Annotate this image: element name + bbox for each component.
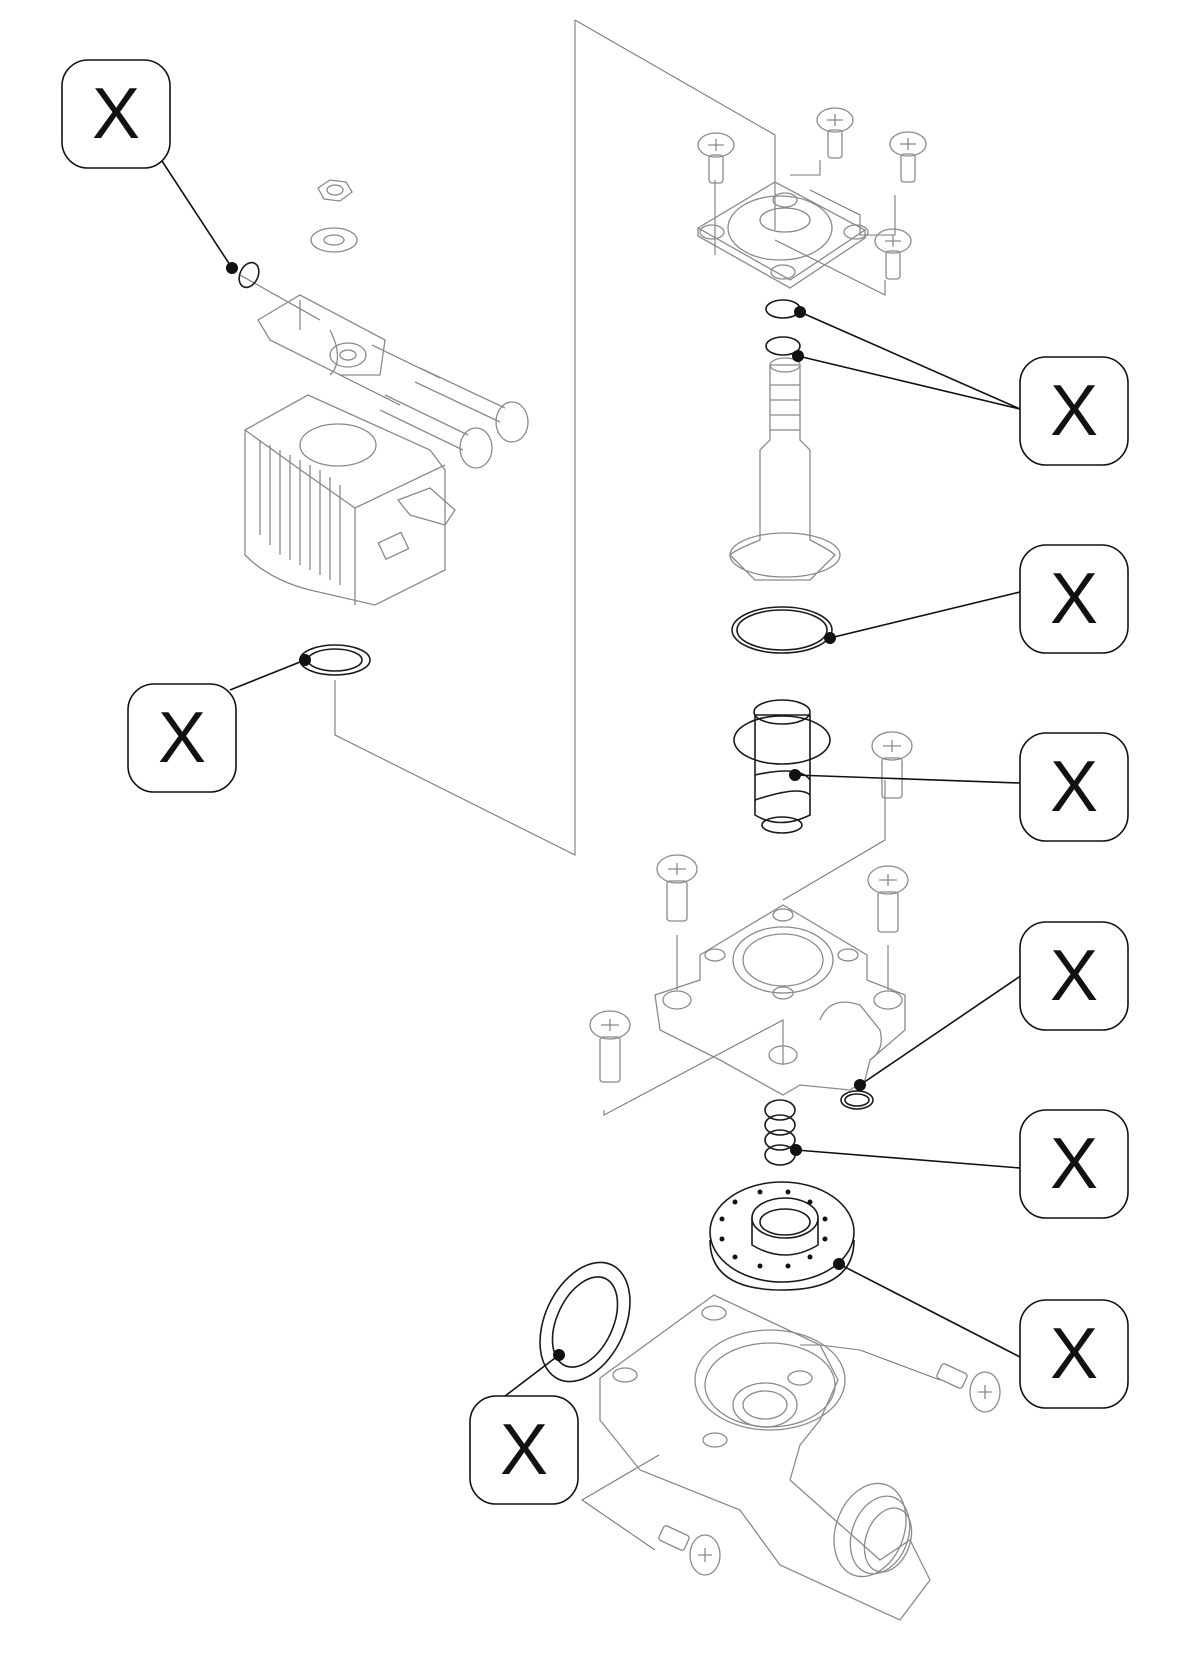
inlet-gasket (539, 1261, 631, 1383)
screw-guide-line-top (790, 160, 821, 176)
bonnet-screws (589, 731, 913, 1083)
body-screw-bottom (658, 1525, 721, 1576)
callout-c2[interactable]: X (1019, 356, 1129, 466)
callout-label: X (158, 698, 206, 778)
plunger (753, 699, 811, 834)
leader-dot-c3 (824, 632, 836, 644)
leader-c1 (159, 157, 233, 269)
long-screws (379, 367, 529, 469)
leader-c4 (229, 659, 306, 691)
body-screw-right (936, 1363, 1001, 1413)
leader-dot-c1 (226, 262, 238, 274)
bonnet (654, 904, 906, 1096)
callout-c4[interactable]: X (127, 683, 237, 793)
leader-c2b (797, 355, 1021, 410)
callout-label: X (1050, 1314, 1098, 1394)
washer (310, 227, 358, 253)
bonnet-screw-guide-4 (603, 1019, 784, 1116)
callout-c8[interactable]: X (1019, 1299, 1129, 1409)
coil-guide-line (334, 20, 576, 856)
callout-c3[interactable]: X (1019, 544, 1129, 654)
clip-guide-line (239, 274, 321, 321)
body-screw-guide-right (800, 1344, 941, 1381)
leader-c6 (859, 974, 1023, 1086)
leader-c8 (838, 1263, 1023, 1359)
leader-dot-c5 (789, 769, 801, 781)
callout-label: X (1050, 371, 1098, 451)
flange-screw-1 (697, 132, 735, 184)
leader-c7 (795, 1149, 1021, 1169)
armature-tube (729, 357, 841, 581)
leader-dot-c7 (790, 1144, 802, 1156)
callout-c7[interactable]: X (1019, 1109, 1129, 1219)
coil-bracket (257, 294, 386, 376)
coil-retaining-clip (238, 261, 260, 289)
callout-leaders (159, 157, 1023, 1397)
armature-tube-base-o-ring (731, 606, 833, 654)
diaphragm (709, 1181, 855, 1291)
armature-tube-o-rings (765, 299, 801, 356)
leader-c9 (504, 1354, 560, 1397)
body-screws (658, 1363, 1001, 1576)
flange-screw-4 (874, 228, 912, 280)
callout-c1[interactable]: X (61, 59, 171, 169)
callout-label: X (1050, 1124, 1098, 1204)
callout-c9[interactable]: X (469, 1395, 579, 1505)
screw-guide-line-lower (774, 239, 886, 296)
bonnet-screw-1 (871, 731, 913, 799)
diaphragm-spring (764, 1099, 796, 1166)
leader-c3 (829, 591, 1021, 639)
leader-dot-c2a (794, 306, 806, 318)
nut (317, 179, 353, 202)
callout-label: X (1050, 559, 1098, 639)
bonnet-screw-guide-1 (782, 780, 886, 901)
callout-label: X (1050, 747, 1098, 827)
leader-dot-c2b (792, 350, 804, 362)
top-flange (696, 181, 869, 289)
leader-c5 (794, 774, 1021, 784)
leader-dot-c6 (854, 1079, 866, 1091)
callout-c5[interactable]: X (1019, 732, 1129, 842)
body-screw-guide-bottom (580, 1454, 660, 1551)
callout-label: X (1050, 936, 1098, 1016)
bonnet-screw-3 (867, 865, 909, 933)
valve-body (599, 1294, 931, 1621)
diaphragm-holes (719, 1189, 828, 1269)
bonnet-screw-2 (656, 854, 698, 922)
leader-c2a (799, 311, 1021, 410)
flange-screw-3 (889, 131, 927, 183)
callout-label: X (92, 74, 140, 154)
flange-screw-2 (816, 107, 854, 159)
leader-dot-c9 (553, 1349, 565, 1361)
long-screw-guide-2 (339, 374, 401, 406)
leader-dot-c8 (833, 1258, 845, 1270)
bonnet-o-ring (840, 1090, 874, 1110)
flange-guide-line (574, 19, 776, 230)
callout-label: X (500, 1410, 548, 1490)
screw-guide-line-right (809, 189, 896, 236)
solenoid-coil (244, 394, 456, 606)
leader-dot-c4 (299, 654, 311, 666)
plunger-spring (733, 715, 831, 801)
bonnet-screw-4 (589, 1010, 631, 1083)
callout-c6[interactable]: X (1019, 921, 1129, 1031)
flange-screws (697, 107, 927, 280)
